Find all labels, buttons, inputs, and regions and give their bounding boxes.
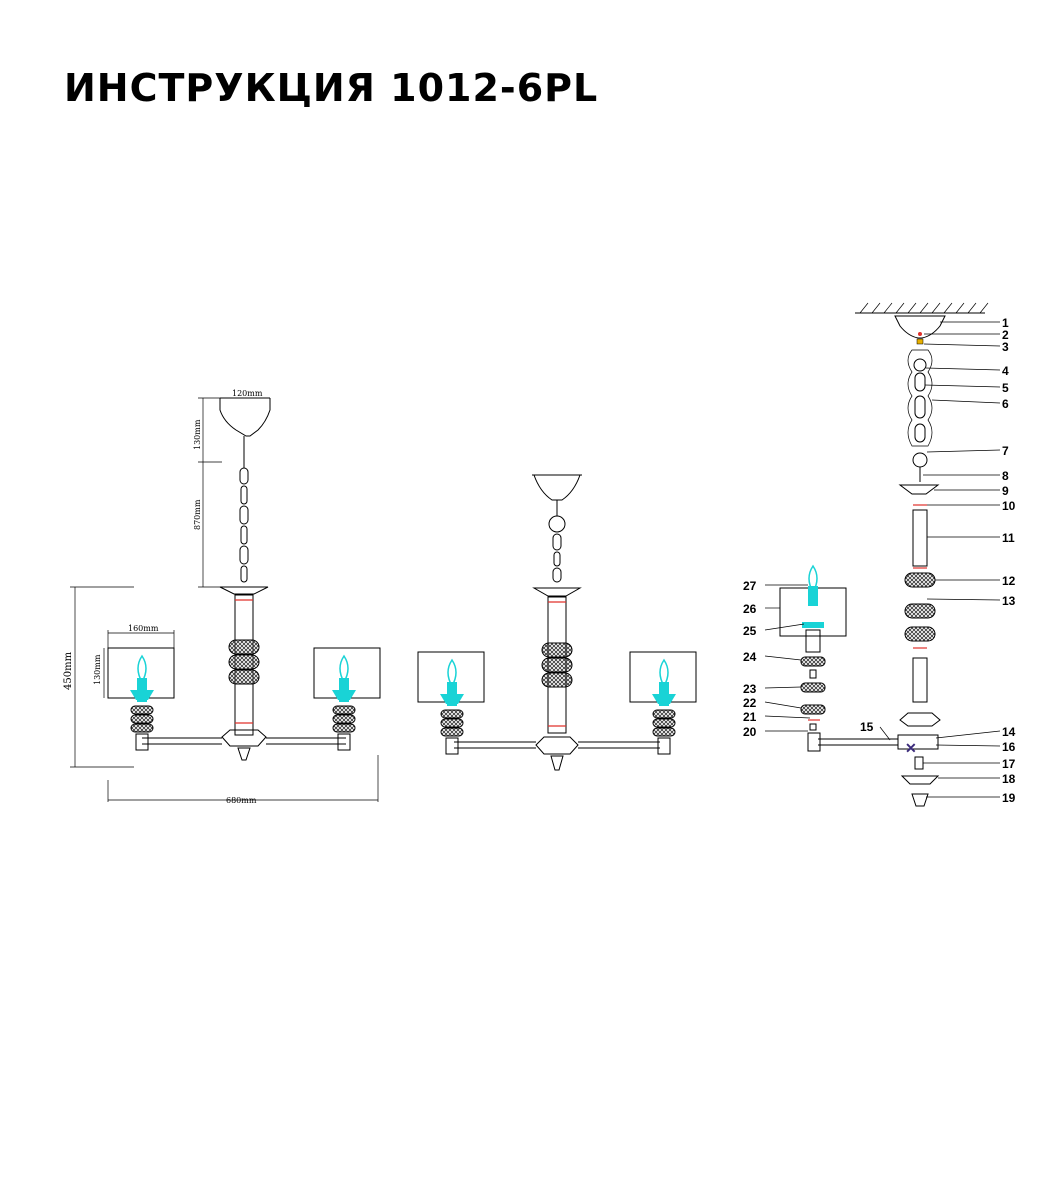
callout-23: 23 — [743, 682, 757, 696]
callout-3: 3 — [1002, 340, 1009, 354]
callout-15: 15 — [860, 720, 874, 734]
callout-2: 2 — [1002, 328, 1009, 342]
exploded-view: ✕ — [743, 302, 1016, 807]
dimension-lines — [70, 397, 379, 802]
dim-chain-length: 870mm — [193, 499, 202, 530]
callout-6: 6 — [1002, 397, 1009, 411]
callout-18: 18 — [1002, 772, 1016, 786]
callout-5: 5 — [1002, 381, 1009, 395]
callout-1: 1 — [1002, 316, 1009, 330]
callout-14: 14 — [1002, 725, 1016, 739]
callout-13: 13 — [1002, 594, 1016, 608]
front-view — [417, 474, 697, 771]
callout-12: 12 — [1002, 574, 1016, 588]
callout-16: 16 — [1002, 740, 1016, 754]
callout-7: 7 — [1002, 444, 1009, 458]
dimensioned-view: 120mm 130mm 870mm 450mm 160mm 130mm 680m… — [63, 389, 381, 805]
lamp-left — [107, 647, 175, 751]
callout-25: 25 — [743, 624, 757, 638]
callout-leaders — [764, 321, 1001, 798]
callout-26: 26 — [743, 602, 757, 616]
callout-10: 10 — [1002, 499, 1016, 513]
chain — [239, 436, 249, 583]
callout-22: 22 — [743, 696, 757, 710]
callout-4: 4 — [1002, 364, 1009, 378]
callout-21: 21 — [743, 710, 757, 724]
page-title: ИНСТРУКЦИЯ 1012-6PL — [64, 66, 599, 110]
callout-19: 19 — [1002, 791, 1016, 805]
canopy — [219, 397, 271, 437]
dim-shade-height: 130mm — [93, 654, 102, 685]
callout-8: 8 — [1002, 469, 1009, 483]
decor-ring — [228, 669, 260, 685]
dim-total-height: 450mm — [63, 651, 74, 690]
callout-24: 24 — [743, 650, 757, 664]
callout-17: 17 — [1002, 757, 1016, 771]
lamp-right — [313, 647, 381, 751]
callout-20: 20 — [743, 725, 757, 739]
callout-27: 27 — [743, 579, 757, 593]
dim-shade-width: 160mm — [128, 624, 159, 633]
svg-text:✕: ✕ — [905, 740, 917, 756]
callout-9: 9 — [1002, 484, 1009, 498]
decor-ring — [228, 654, 260, 670]
dim-canopy-width: 120mm — [232, 389, 263, 398]
dim-canopy-height: 130mm — [193, 419, 202, 450]
dim-total-width: 680mm — [226, 796, 257, 805]
callout-11: 11 — [1002, 531, 1015, 545]
decor-ring — [228, 639, 260, 655]
